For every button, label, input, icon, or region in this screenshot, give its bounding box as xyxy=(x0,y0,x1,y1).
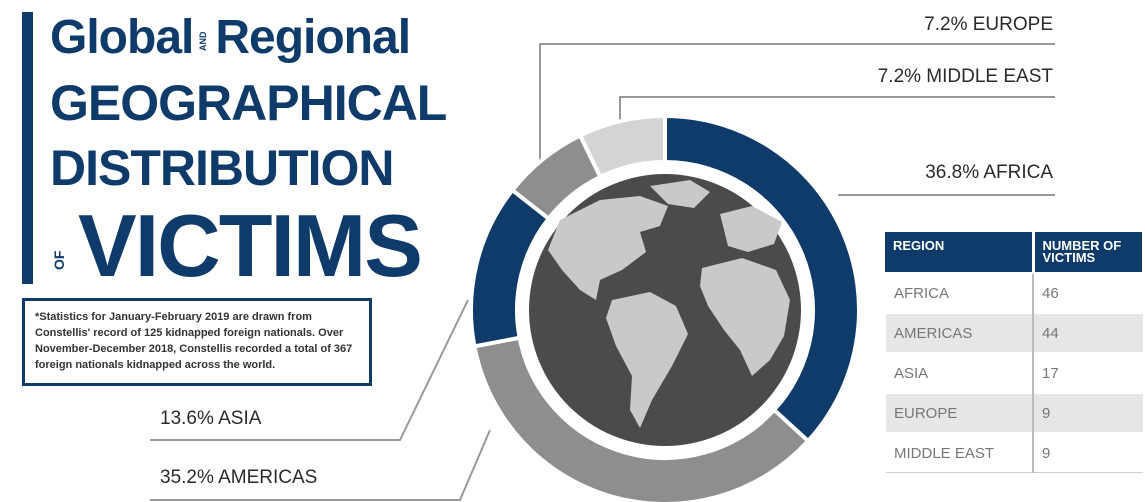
table-row: EUROPE 9 xyxy=(884,392,1145,434)
slice-label-middle-east: 7.2% MIDDLE EAST xyxy=(878,66,1054,87)
table-row: MIDDLE EAST 9 xyxy=(884,432,1145,473)
slice-africa xyxy=(663,113,861,444)
leader-lines xyxy=(150,43,1055,501)
title-line-3: DISTRIBUTION xyxy=(50,140,395,196)
title-line-1: Global Regional xyxy=(50,11,411,64)
victims-cell: 44 xyxy=(1032,312,1145,354)
slice-label-asia: 13.6% ASIA xyxy=(160,408,262,429)
victims-cell: 17 xyxy=(1032,352,1145,394)
table-row: AFRICA 46 xyxy=(884,272,1145,314)
region-cell: MIDDLE EAST xyxy=(884,432,1034,473)
leader-line-middle-east xyxy=(619,96,1055,120)
slice-label-africa: 36.8% AFRICA xyxy=(925,162,1053,183)
slice-middle-east xyxy=(577,113,667,180)
region-cell: AFRICA xyxy=(884,272,1034,314)
region-cell: AMERICAS xyxy=(884,312,1034,354)
region-cell: EUROPE xyxy=(884,392,1034,434)
title-regional: Regional xyxy=(215,11,411,64)
slice-label-europe: 7.2% EUROPE xyxy=(924,14,1053,35)
leader-line-americas xyxy=(150,429,491,501)
globe-south-america xyxy=(606,292,688,428)
leader-line-europe xyxy=(539,43,1055,160)
globe-africa xyxy=(700,258,790,376)
table-header-row: REGION NUMBER OF VICTIMS xyxy=(885,232,1145,273)
statistics-note: *Statistics for January-February 2019 ar… xyxy=(22,298,372,386)
victims-cell: 9 xyxy=(1032,392,1145,434)
table-row: ASIA 17 xyxy=(884,352,1145,394)
header-region: REGION xyxy=(885,232,1035,273)
title-global: Global xyxy=(50,11,194,64)
victims-cell: 9 xyxy=(1032,432,1145,473)
victims-cell: 46 xyxy=(1032,272,1145,314)
globe-icon xyxy=(529,174,801,446)
globe-greenland xyxy=(650,180,710,208)
slice-labels: 36.8% AFRICA 35.2% AMERICAS 13.6% ASIA 7.2%… xyxy=(160,14,1053,488)
title-accent-bar xyxy=(22,12,33,284)
title-line-2: GEOGRAPHICAL xyxy=(50,75,447,131)
donut-slices xyxy=(469,113,861,502)
header-victims: NUMBER OF VICTIMS xyxy=(1033,232,1145,273)
globe-europe xyxy=(720,206,782,252)
table-row: AMERICAS 44 xyxy=(884,312,1145,354)
title-victims: VICTIMS xyxy=(78,196,423,295)
globe-north-america xyxy=(548,196,668,300)
slice-label-americas: 35.2% AMERICAS xyxy=(160,467,317,488)
victims-table: REGION NUMBER OF VICTIMS AFRICA 46 AMERI… xyxy=(884,232,1145,473)
region-cell: ASIA xyxy=(884,352,1034,394)
leader-line-asia xyxy=(150,299,469,441)
